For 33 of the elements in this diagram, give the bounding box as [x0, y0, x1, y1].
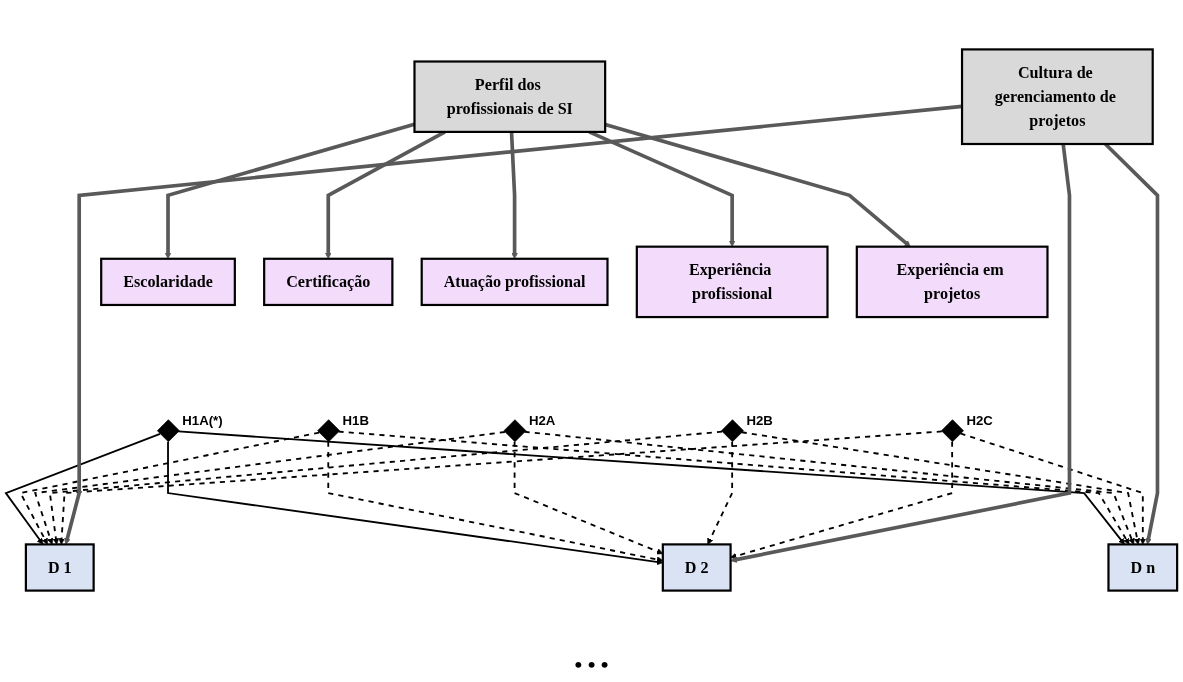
- arrow: [740, 431, 1141, 545]
- hypothesis-label: H1A(*): [182, 412, 223, 428]
- node-box: Experiência em projetos: [855, 245, 1049, 319]
- arrow: [177, 430, 1125, 545]
- node-box: Cultura de gerenciamento de projetos: [960, 48, 1154, 146]
- arrow: [730, 440, 954, 560]
- arrow: [707, 440, 734, 545]
- arrow: [19, 431, 321, 545]
- arrow: [34, 431, 506, 545]
- arrow: [64, 104, 963, 545]
- node-box: Perfil dos profissionais de SI: [413, 60, 607, 133]
- node-diamond: [941, 419, 964, 443]
- node-box: Experiência profissional: [635, 245, 829, 319]
- node-diamond: [503, 419, 527, 443]
- node-box: D 1: [24, 543, 95, 592]
- arrow: [58, 430, 943, 545]
- hypothesis-label: H1B: [342, 412, 369, 428]
- arrow: [4, 432, 161, 545]
- node-box: D n: [1107, 543, 1179, 592]
- hypothesis-label: H2B: [746, 412, 773, 428]
- ellipsis-dots: • • •: [574, 652, 609, 677]
- arrow: [337, 430, 1130, 545]
- node-box: Atuação profissional: [420, 257, 609, 307]
- arrow: [48, 430, 723, 545]
- hypothesis-label: H2A: [528, 412, 556, 428]
- hypothesis-label: H2C: [966, 412, 993, 428]
- node-box: D 2: [661, 543, 732, 592]
- node-diamond: [317, 419, 340, 443]
- node-diamond: [721, 419, 744, 443]
- arrow: [959, 432, 1147, 545]
- node-box: Certificação: [263, 257, 394, 307]
- node-box: Escolaridade: [100, 257, 236, 307]
- node-diamond: [157, 419, 180, 443]
